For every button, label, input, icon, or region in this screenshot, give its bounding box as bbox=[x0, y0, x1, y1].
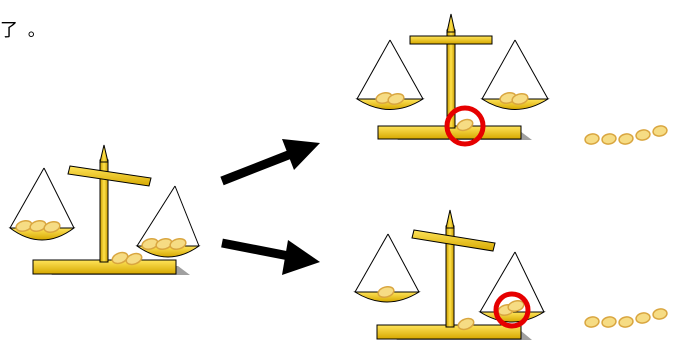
upper-scale-pointer bbox=[446, 13, 456, 33]
lower-coin-row-coin bbox=[635, 312, 651, 324]
source-left-string-b bbox=[43, 167, 75, 229]
source-scale-left-pan-coin bbox=[43, 220, 61, 234]
arrow-to-upper bbox=[220, 139, 320, 186]
upper-right-string-a bbox=[481, 39, 516, 100]
lower-result-scale-base-coin bbox=[457, 317, 475, 331]
upper-left-string-a bbox=[356, 39, 391, 100]
arrow-to-upper-shaft bbox=[220, 147, 298, 186]
upper-scale-beam bbox=[409, 35, 493, 45]
lower-scale-beam bbox=[411, 229, 496, 252]
upper-left-pan bbox=[355, 98, 425, 110]
source-scale bbox=[8, 144, 201, 275]
source-scale-beam bbox=[67, 165, 152, 187]
arrow-to-lower-shaft bbox=[221, 238, 295, 262]
source-scale-base-coin bbox=[111, 251, 129, 265]
lower-coin-row-coin bbox=[601, 316, 617, 328]
upper-right-string-b bbox=[514, 39, 549, 100]
source-right-string-a bbox=[136, 185, 176, 247]
lower-coin-row-coin bbox=[618, 316, 634, 328]
upper-coin-row-coin bbox=[618, 133, 634, 145]
lower-coin-row-coin bbox=[652, 308, 668, 320]
source-scale-right-pan-coin bbox=[169, 237, 187, 251]
lower-result-scale-left-pan-coin bbox=[377, 285, 395, 299]
upper-result-scale-base-coin bbox=[456, 118, 474, 132]
source-scale-base-coin bbox=[125, 252, 143, 266]
upper-coin-row-coin bbox=[635, 129, 651, 141]
upper-result-scale-left-pan-coin bbox=[387, 92, 405, 106]
lower-result-scale-right-pan-coin bbox=[507, 299, 525, 313]
upper-coin-row-coin bbox=[601, 133, 617, 145]
lower-right-pan bbox=[478, 311, 546, 323]
upper-result-scale-right-pan-coin bbox=[511, 92, 529, 106]
source-scale-pointer bbox=[99, 144, 109, 163]
source-right-string-b bbox=[174, 185, 200, 247]
lower-left-string-b bbox=[387, 233, 420, 293]
upper-coin-row-coin bbox=[652, 125, 668, 137]
lower-result-scale bbox=[353, 209, 546, 340]
upper-highlight-ring bbox=[444, 105, 486, 147]
lower-highlight-ring bbox=[493, 291, 531, 329]
lower-left-string-a bbox=[354, 233, 389, 293]
coin-layer bbox=[15, 91, 668, 331]
upper-coin-row-coin bbox=[584, 133, 600, 145]
arrow-to-lower bbox=[221, 238, 320, 275]
lower-scale-pointer bbox=[445, 209, 455, 229]
lower-right-string-b bbox=[514, 251, 545, 313]
upper-result-scale bbox=[355, 13, 550, 140]
lower-coin-row-coin bbox=[584, 316, 600, 328]
source-left-string-a bbox=[9, 167, 45, 229]
arrow-to-upper-head bbox=[282, 139, 320, 170]
arrow-to-lower-head bbox=[282, 240, 320, 275]
upper-left-string-b bbox=[389, 39, 424, 100]
caption-text: 了 。 bbox=[0, 20, 48, 41]
lower-right-string-a bbox=[479, 251, 516, 313]
